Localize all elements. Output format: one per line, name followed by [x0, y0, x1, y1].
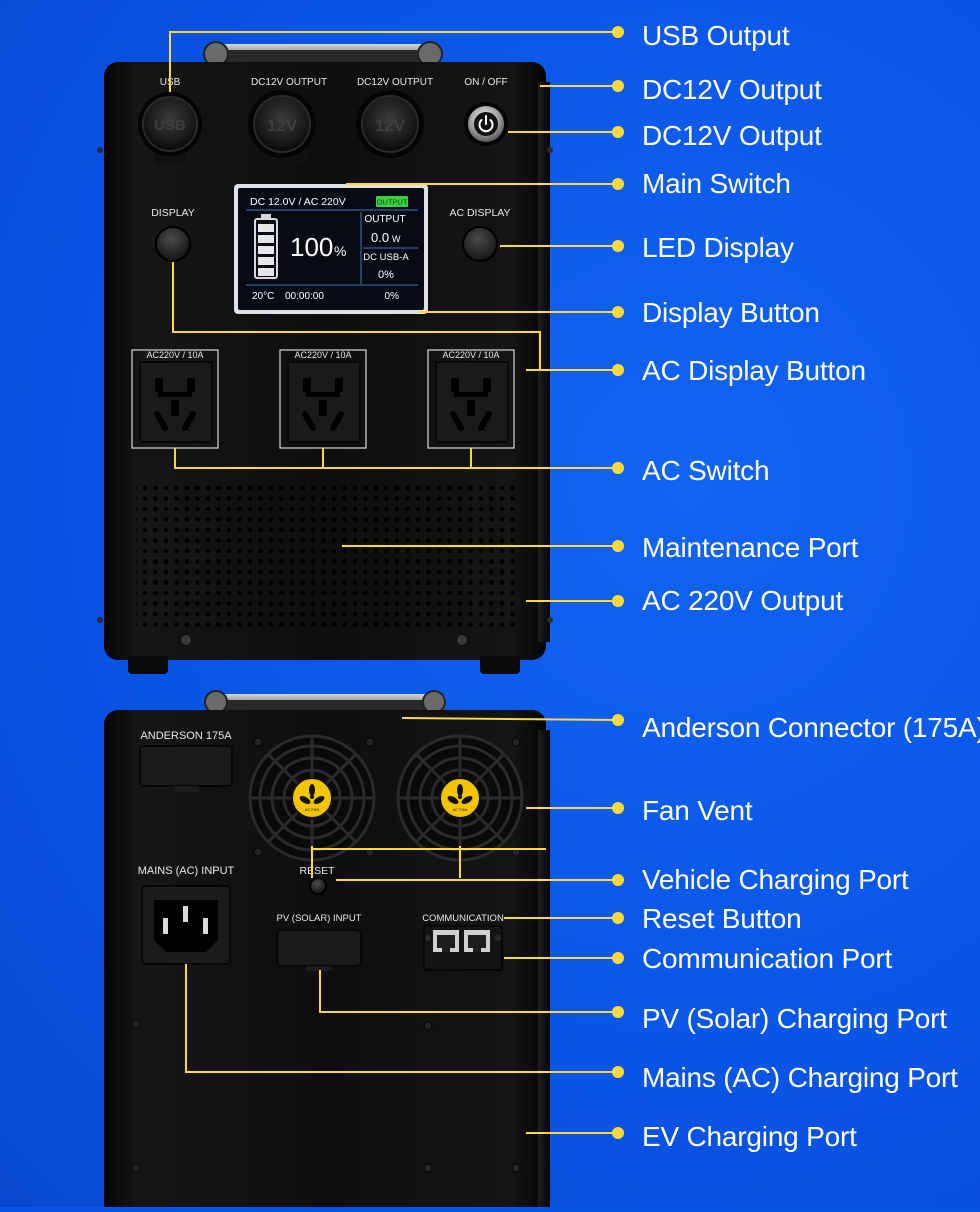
battery-bars	[258, 224, 274, 276]
ac-display-button[interactable]	[462, 226, 498, 262]
callout-ac-display-button: AC Display Button	[642, 355, 866, 386]
dc12v-output-a-label: DC12V OUTPUT	[251, 77, 327, 88]
usb-socket-cap-text: USB	[154, 117, 186, 134]
anderson-connector[interactable]	[139, 745, 233, 792]
output-badge-text: OUTPUT	[377, 198, 408, 207]
mains-input-label: MAINS (AC) INPUT	[138, 865, 235, 877]
ac-outlet-3[interactable]: AC220V / 10A	[427, 349, 515, 449]
led-display: DC 12.0V / AC 220V OUTPUT 100 % OUTPUT 0…	[234, 184, 428, 314]
power-icon	[478, 115, 494, 133]
callout-fan-vent: Fan Vent	[642, 795, 753, 826]
ac-outlet-2[interactable]: AC220V / 10A	[279, 349, 367, 449]
callout-dc12v-output-b: DC12V Output	[642, 120, 822, 151]
screen-footer-percent: 0%	[385, 291, 400, 302]
mains-ac-input-socket[interactable]	[141, 885, 231, 965]
screen-header: DC 12.0V / AC 220V	[250, 196, 346, 208]
on-off-label: ON / OFF	[464, 77, 507, 88]
callout-maintenance-port: Maintenance Port	[642, 532, 859, 563]
callout-ev-charging-port: EV Charging Port	[642, 1121, 857, 1152]
callout-display-button: Display Button	[642, 297, 820, 328]
battery-bar	[258, 235, 274, 243]
display-button[interactable]	[155, 226, 191, 262]
callout-mains-ac-charging-port: Mains (AC) Charging Port	[642, 1062, 958, 1093]
fan-hub-right-text: AC FAN	[453, 807, 468, 812]
battery-level-icon	[254, 214, 278, 279]
fan-icon	[299, 784, 325, 804]
ac-display-button-label: AC DISPLAY	[449, 207, 510, 219]
screen-temperature: 20°C	[252, 291, 274, 302]
callout-led-display: LED Display	[642, 232, 794, 263]
fan-hub-left-text: AC FAN	[305, 807, 320, 812]
battery-bar	[258, 224, 274, 232]
battery-bar	[258, 257, 274, 265]
communication-port[interactable]	[423, 925, 503, 971]
callout-communication-port: Communication Port	[642, 943, 893, 974]
battery-bar	[258, 268, 274, 276]
reset-button-label: RESET	[299, 865, 335, 877]
ac-outlet-3-label: AC220V / 10A	[442, 350, 499, 360]
battery-bar	[258, 246, 274, 254]
callout-pv-solar-charging-port: PV (Solar) Charging Port	[642, 1003, 947, 1034]
front-foot-left	[128, 656, 168, 674]
battery-percent: 100	[290, 232, 333, 262]
dc12v-socket-a[interactable]: 12V	[248, 90, 316, 164]
anderson-connector-label: ANDERSON 175A	[140, 730, 232, 742]
screen-time: 00:00:00	[285, 291, 324, 302]
fan-vent-right: AC FAN	[396, 734, 524, 862]
callout-usb-output: USB Output	[642, 20, 790, 51]
dc12v-output-b-label: DC12V OUTPUT	[357, 77, 433, 88]
pv-input-label: PV (SOLAR) INPUT	[277, 913, 362, 924]
dc-socket-a-cap-text: 12V	[267, 116, 298, 135]
battery-percent-sign: %	[334, 243, 346, 259]
output-power-value: 0.0	[371, 230, 389, 245]
callout-vehicle-charging-port: Vehicle Charging Port	[642, 864, 909, 895]
callout-main-switch: Main Switch	[642, 168, 791, 199]
main-power-switch[interactable]	[464, 102, 508, 146]
ac-outlet-2-label: AC220V / 10A	[294, 350, 351, 360]
fan-vent-left: AC FAN	[248, 734, 376, 862]
rear-unit: ANDERSON 175A AC FAN	[104, 690, 550, 1212]
callout-ac-switch: AC Switch	[642, 455, 770, 486]
dc-usb-value: 0%	[378, 269, 394, 281]
front-unit: USB DC12V OUTPUT DC12V OUTPUT ON / OFF U…	[97, 41, 553, 674]
callout-lines	[169, 31, 619, 1134]
display-button-label: DISPLAY	[151, 207, 195, 219]
callout-reset-button: Reset Button	[642, 903, 802, 934]
dc12v-socket-b[interactable]: 12V	[356, 90, 424, 164]
front-foot-right	[480, 656, 520, 674]
output-label: OUTPUT	[364, 214, 405, 225]
rear-handle	[204, 690, 446, 714]
ac-outlet-1-label: AC220V / 10A	[146, 350, 203, 360]
output-badge	[376, 196, 408, 207]
dc-usb-label: DC USB-A	[363, 252, 409, 263]
output-power-unit: W	[392, 234, 401, 244]
fan-icon	[447, 784, 473, 804]
reset-button[interactable]	[309, 877, 327, 895]
ac-outlet-1[interactable]: AC220V / 10A	[131, 349, 219, 449]
front-vent-grille	[136, 480, 516, 628]
callout-ac-220v-output: AC 220V Output	[642, 585, 844, 616]
callout-anderson-connector: Anderson Connector (175A)	[642, 712, 980, 743]
communication-label: COMMUNICATION	[422, 913, 504, 924]
callout-dots	[612, 26, 624, 1139]
front-handle	[203, 41, 443, 67]
usb-output-socket[interactable]: USB	[138, 92, 202, 164]
dc-socket-b-cap-text: 12V	[375, 116, 406, 135]
pv-solar-input-socket[interactable]	[276, 929, 362, 971]
callout-dc12v-output-a: DC12V Output	[642, 74, 822, 105]
